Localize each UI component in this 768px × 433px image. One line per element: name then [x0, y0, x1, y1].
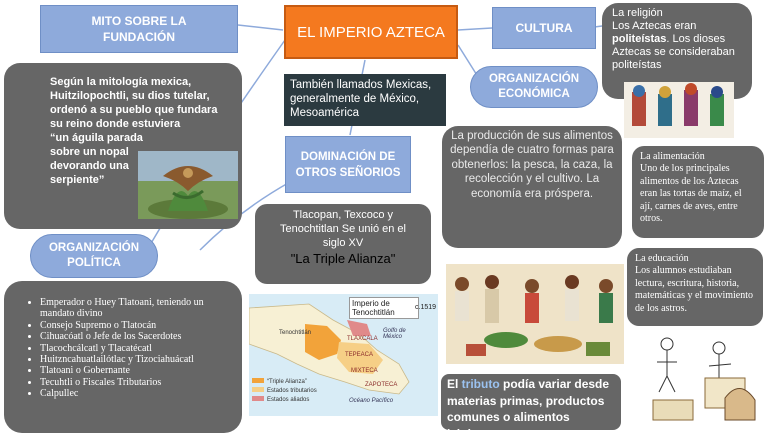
politica-box: Emperador o Huey Tlatoani, teniendo un m… [4, 281, 242, 433]
empire-map: Imperio de Tenochtitlán c.1519 Tenochtit… [249, 294, 438, 416]
map-title-box: Imperio de Tenochtitlán [349, 297, 419, 319]
mito-heading-text: MITO SOBRE LA FUNDACIÓN [91, 14, 187, 44]
map-place: Tenochtitlán [279, 330, 312, 336]
map-place: ZAPOTECA [365, 382, 398, 388]
tributo-text: podía variar desde materias primas, prod… [447, 377, 610, 430]
religion-heading: La religión [612, 7, 663, 19]
map-graphic [249, 303, 410, 395]
economica-box: La producción de sus alimentos dependía … [442, 126, 622, 248]
economica-heading-text: ORGANIZACIÓN ECONÓMICA [488, 73, 580, 100]
politica-heading-text: ORGANIZACIÓN POLÍTICA [48, 242, 140, 269]
cultura-heading-text: CULTURA [515, 21, 573, 35]
educacion-heading: La educación [635, 253, 689, 264]
map-year: c.1519 [415, 304, 437, 311]
politica-item: Cihuacóatl o Jefe de los Sacerdotes [40, 331, 236, 342]
politica-item: Calpullec [40, 388, 236, 399]
map-place: TEPEACA [345, 352, 374, 358]
tributo-box: El tributo podía variar desde materias p… [441, 374, 621, 430]
legend-item: “Triple Alianza” [252, 378, 317, 387]
politica-heading: ORGANIZACIÓN POLÍTICA [30, 234, 158, 278]
politica-item: Tlatoani o Gobernante [40, 365, 236, 376]
main-title: EL IMPERIO AZTECA [284, 5, 458, 59]
map-legend: “Triple Alianza” Estados tributarios Est… [252, 378, 317, 405]
mito-quote: “un águila parada sobre un nopal devoran… [50, 132, 143, 186]
mito-text: Según la mitología mexica, Huitzilopocht… [50, 76, 218, 130]
triple-alianza-text: "La Triple Alianza" [290, 251, 396, 266]
politica-item: Huitzncahuatlailótlac y Tizociahuácatl [40, 354, 236, 365]
eagle-serpent-illustration [138, 151, 238, 219]
economica-text: La producción de sus alimentos dependía … [450, 130, 614, 200]
dominacion-heading-text: DOMINACIÓN DE OTROS SEÑORIOS [295, 150, 401, 179]
map-title: Imperio de Tenochtitlán [352, 299, 395, 317]
map-place: TLAXCALA [347, 336, 378, 342]
alimentacion-text: Uno de los principales alimentos de los … [640, 163, 742, 225]
mito-heading: MITO SOBRE LA FUNDACIÓN [40, 5, 238, 53]
dominacion-text: Tlacopan, Texcoco y Tenochtitlan Se unió… [280, 209, 406, 249]
politica-item: Tlacochcálcatl y Tlacatécatl [40, 343, 236, 354]
tributo-highlight: tributo [461, 377, 500, 391]
dominacion-box: Tlacopan, Texcoco y Tenochtitlan Se unió… [255, 204, 431, 284]
main-title-text: EL IMPERIO AZTECA [297, 23, 445, 41]
legend-item: Estados aliados [252, 396, 317, 405]
dominacion-heading: DOMINACIÓN DE OTROS SEÑORIOS [285, 136, 411, 193]
educacion-box: La educación Los alumnos estudiaban lect… [627, 248, 763, 326]
politica-list: Emperador o Huey Tlatoani, teniendo un m… [26, 297, 236, 400]
subtitle-box: También llamados Mexicas, generalmente d… [284, 74, 446, 126]
alimentacion-box: La alimentación Uno de los principales a… [632, 146, 764, 238]
map-place: MIXTECA [351, 368, 378, 374]
legend-item: Estados tributarios [252, 387, 317, 396]
religion-text: Los Aztecas eran politeístas. Los dioses… [612, 20, 735, 71]
alimentacion-heading: La alimentación [640, 151, 705, 162]
education-illustration [645, 328, 763, 428]
map-ocean-label: Océano Pacífico [349, 398, 394, 404]
politica-item: Tecuhtli o Fiscales Tributarios [40, 377, 236, 388]
aztec-market-illustration [446, 264, 624, 364]
subtitle-text: También llamados Mexicas, generalmente d… [290, 79, 432, 119]
cultura-heading: CULTURA [492, 7, 596, 49]
educacion-text: Los alumnos estudiaban lectura, escritur… [635, 265, 754, 314]
politica-item: Consejo Supremo o Tlatocán [40, 320, 236, 331]
aztec-gods-illustration [624, 82, 734, 138]
politica-item: Emperador o Huey Tlatoani, teniendo un m… [40, 297, 236, 320]
map-gulf-label: Golfo de México [383, 328, 406, 340]
economica-heading: ORGANIZACIÓN ECONÓMICA [470, 66, 598, 108]
